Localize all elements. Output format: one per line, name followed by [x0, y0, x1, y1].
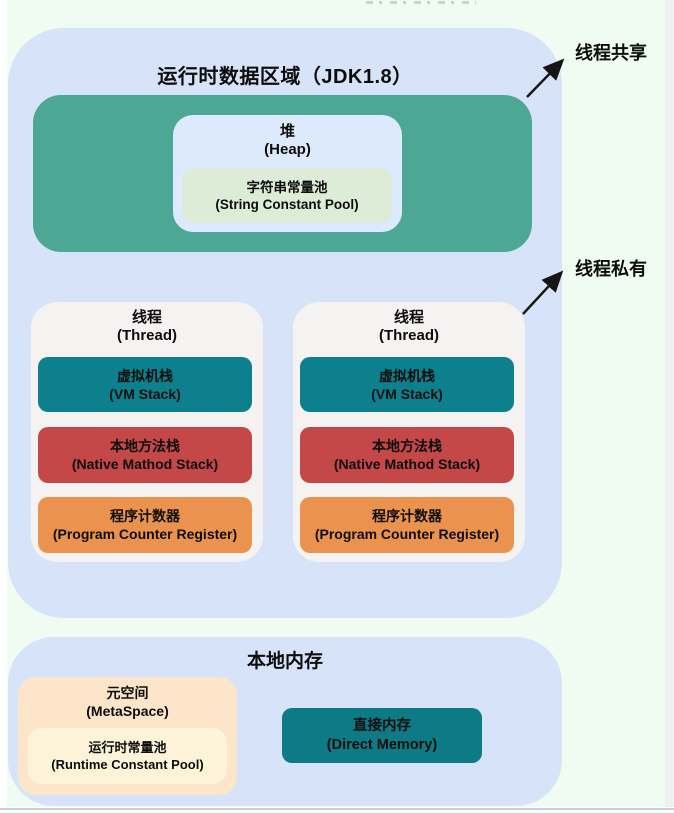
- thread-block-1: 线程 (Thread) 虚拟机栈 (VM Stack) 本地方法栈 (Nativ…: [31, 302, 263, 562]
- vm-stack-label-zh: 虚拟机栈: [117, 367, 173, 384]
- metaspace-block: 元空间 (MetaSpace) 运行时常量池 (Runtime Constant…: [18, 677, 237, 795]
- direct-memory-label-zh: 直接内存: [353, 717, 411, 734]
- thread-block-2: 线程 (Thread) 虚拟机栈 (VM Stack) 本地方法栈 (Nativ…: [293, 302, 525, 562]
- pc-register-label-zh: 程序计数器: [110, 508, 180, 524]
- thread1-vm-stack-block: 虚拟机栈 (VM Stack): [38, 357, 252, 412]
- pc-register-label-en: (Program Counter Register): [52, 526, 238, 542]
- runtime-pool-label-zh: 运行时常量池: [88, 740, 167, 755]
- native-stack-label-zh: 本地方法栈: [372, 438, 442, 454]
- right-page-edge: [665, 0, 674, 813]
- string-constant-pool-block: 字符串常量池 (String Constant Pool): [182, 168, 392, 223]
- string-pool-label-zh: 字符串常量池: [246, 179, 328, 195]
- native-stack-label-en: (Native Mathod Stack): [71, 456, 219, 472]
- native-memory-title: 本地内存: [246, 651, 323, 672]
- thread2-label-zh: 线程: [393, 309, 424, 326]
- thread2-vm-stack-block: 虚拟机栈 (VM Stack): [300, 357, 514, 412]
- runtime-data-area-title: 运行时数据区域（JDK1.8）: [157, 66, 413, 88]
- runtime-pool-label-en: (Runtime Constant Pool): [51, 757, 204, 772]
- thread1-native-method-stack-block: 本地方法栈 (Native Mathod Stack): [38, 427, 252, 483]
- bottom-page-edge: [0, 807, 674, 813]
- runtime-data-area-container: 运行时数据区域（JDK1.8） 堆 (Heap) 字符串常量池 (String …: [8, 28, 562, 618]
- metaspace-label-zh: 元空间: [106, 685, 149, 701]
- direct-memory-block: 直接内存 (Direct Memory): [282, 708, 482, 763]
- vm-stack-label-en: (VM Stack): [109, 385, 181, 402]
- direct-memory-label-en: (Direct Memory): [326, 736, 438, 753]
- thread-shared-label: 线程共享: [575, 43, 647, 63]
- native-memory-container: 本地内存 元空间 (MetaSpace) 运行时常量池 (Runtime Con…: [8, 637, 562, 806]
- heap-label-en: (Heap): [264, 141, 311, 158]
- thread2-label-en: (Thread): [379, 327, 439, 344]
- clipped-watermark-text: [366, 1, 476, 5]
- thread1-label-en: (Thread): [117, 327, 177, 344]
- metaspace-label-en: (MetaSpace): [86, 703, 169, 719]
- heap-block: 堆 (Heap) 字符串常量池 (String Constant Pool): [173, 115, 402, 232]
- pc-register-label-zh: 程序计数器: [372, 508, 442, 524]
- pc-register-label-en: (Program Counter Register): [314, 526, 500, 542]
- thread2-native-method-stack-block: 本地方法栈 (Native Mathod Stack): [300, 427, 514, 483]
- vm-stack-label-en: (VM Stack): [371, 385, 443, 402]
- heap-label-zh: 堆: [279, 123, 295, 140]
- bottom-divider-line: [0, 808, 674, 810]
- thread2-program-counter-block: 程序计数器 (Program Counter Register): [300, 497, 514, 553]
- native-stack-label-zh: 本地方法栈: [110, 438, 180, 454]
- thread-private-label: 线程私有: [575, 259, 647, 279]
- thread1-program-counter-block: 程序计数器 (Program Counter Register): [38, 497, 252, 553]
- vm-stack-label-zh: 虚拟机栈: [379, 367, 435, 384]
- heap-shared-region: 堆 (Heap) 字符串常量池 (String Constant Pool): [33, 95, 532, 252]
- thread1-label-zh: 线程: [131, 309, 162, 326]
- string-pool-label-en: (String Constant Pool): [215, 196, 359, 212]
- runtime-constant-pool-block: 运行时常量池 (Runtime Constant Pool): [28, 728, 227, 784]
- native-stack-label-en: (Native Mathod Stack): [333, 456, 481, 472]
